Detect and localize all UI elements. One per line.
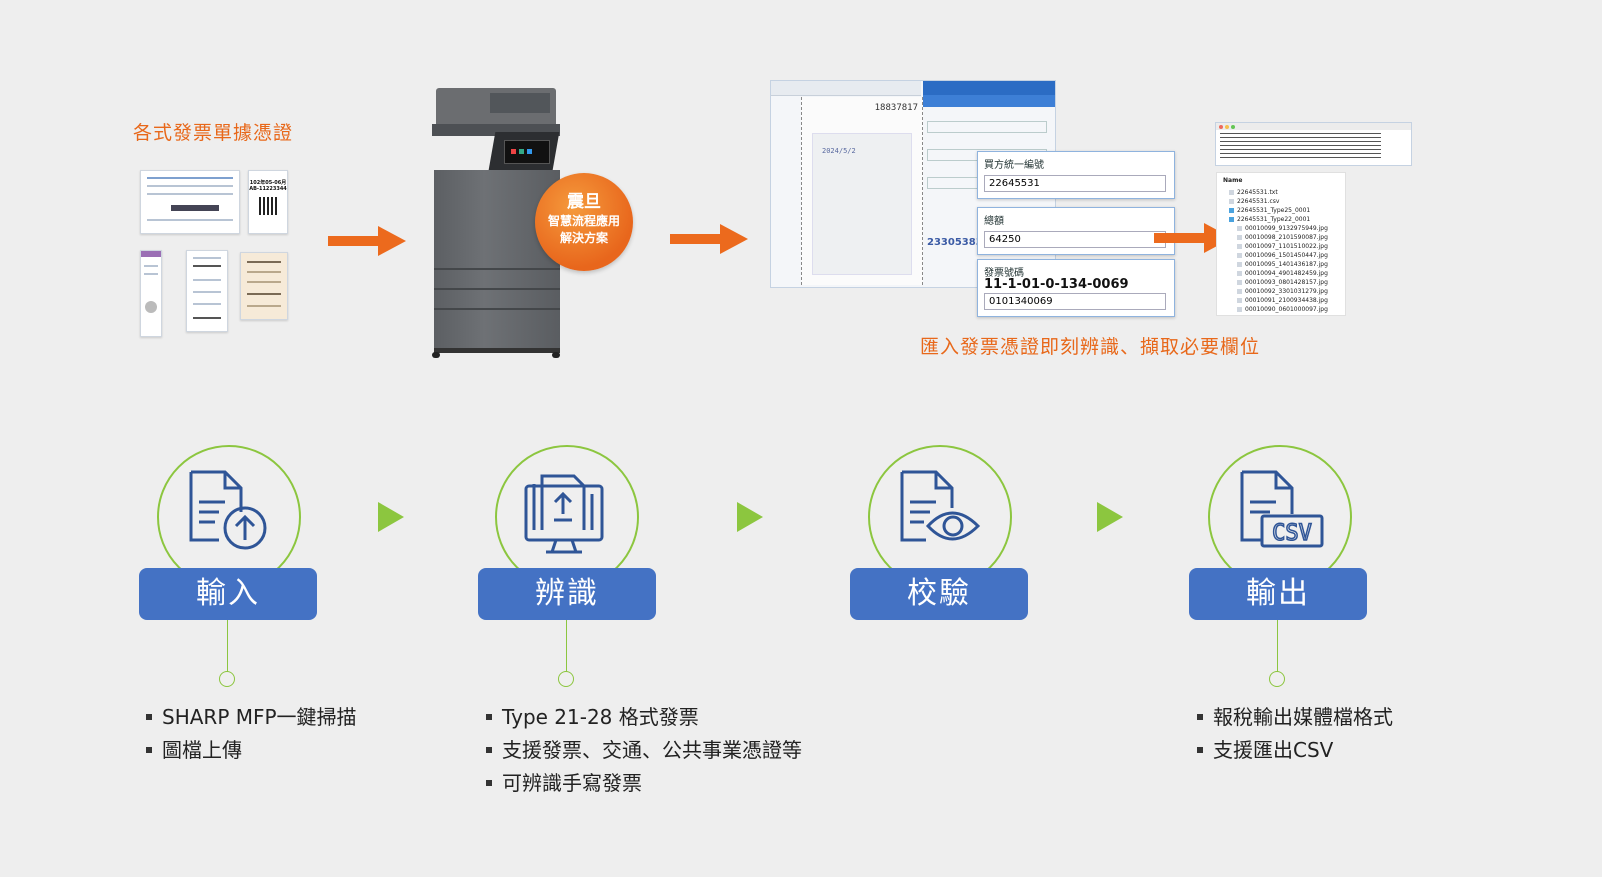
- step-arrow-icon: [378, 502, 404, 532]
- svg-text:CSV: CSV: [1272, 521, 1312, 546]
- total-label: 總額: [984, 216, 1004, 227]
- input-bullets: SHARP MFP一鍵掃描 圖檔上傳: [146, 701, 357, 767]
- connector-line: [1277, 620, 1278, 672]
- file-icon: [1237, 262, 1242, 267]
- file-icon: [1237, 253, 1242, 258]
- buyer-id-field: 買方統一編號 22645531: [977, 151, 1175, 199]
- folder-icon: [1229, 208, 1234, 213]
- file-icon: [1229, 190, 1234, 195]
- invoice-number-label: 發票號碼: [984, 268, 1024, 279]
- file-list-item[interactable]: 22645531_Type22_0001: [1227, 215, 1343, 224]
- invoice-number-image-text: 11-1-01-0-134-0069: [984, 277, 1129, 292]
- step-arrow-icon: [1097, 502, 1123, 532]
- bullet-item: 支援發票、交通、公共事業憑證等: [486, 734, 802, 767]
- connector-dot: [1269, 671, 1285, 687]
- badge-line-2: 智慧流程應用: [547, 214, 620, 228]
- file-icon: [1237, 298, 1242, 303]
- bullet-item: 報稅輸出媒體檔格式: [1197, 701, 1393, 734]
- bullet-item: 圖檔上傳: [146, 734, 357, 767]
- badge-line-3: 解決方案: [559, 231, 608, 245]
- file-icon: [1237, 280, 1242, 285]
- total-field: 總額 64250: [977, 207, 1175, 255]
- file-list-item[interactable]: 00010095_1401436187.jpg: [1227, 260, 1343, 269]
- file-icon: [1237, 271, 1242, 276]
- badge-brand: 震旦: [567, 192, 601, 212]
- solution-badge: 震旦 智慧流程應用 解決方案: [535, 173, 633, 271]
- output-bullets: 報稅輸出媒體檔格式 支援匯出CSV: [1197, 701, 1393, 767]
- step-input-label: 輸入: [139, 568, 317, 620]
- receipt-number: 18837817: [874, 103, 918, 113]
- file-icon: [1237, 307, 1242, 312]
- bullet-item: Type 21-28 格式發票: [486, 701, 802, 734]
- output-text-file-window: [1215, 122, 1412, 166]
- recognize-bullets: Type 21-28 格式發票 支援發票、交通、公共事業憑證等 可辨識手寫發票: [486, 701, 802, 800]
- step-recognize-circle: [495, 445, 639, 589]
- monitor-upload-icon: [524, 474, 604, 554]
- file-list-item[interactable]: 22645531.txt: [1227, 188, 1343, 197]
- connector-line: [227, 620, 228, 672]
- invoice-number-field: 發票號碼 11-1-01-0-134-0069 0101340069: [977, 259, 1175, 317]
- file-icon: [1229, 199, 1234, 204]
- file-list-item[interactable]: 00010090_0601000097.jpg: [1227, 305, 1343, 314]
- documents-title: 各式發票單據憑證: [133, 122, 294, 144]
- thumbnail-code: AB-11223344: [249, 186, 287, 192]
- recognition-caption: 匯入發票憑證即刻辨識、擷取必要欄位: [920, 336, 1261, 358]
- file-list-item[interactable]: 00010096_1501450447.jpg: [1227, 251, 1343, 260]
- receipt-thumbnail-3: [240, 252, 288, 320]
- document-eye-icon: [900, 470, 981, 542]
- file-icon: [1237, 235, 1242, 240]
- step-output-label: 輸出: [1189, 568, 1367, 620]
- file-list-item[interactable]: 00010094_4901482459.jpg: [1227, 269, 1343, 278]
- flow-arrow-icon: [670, 224, 748, 254]
- file-icon: [1237, 289, 1242, 294]
- file-list-item[interactable]: 00010092_3301031279.jpg: [1227, 287, 1343, 296]
- bullet-item: 支援匯出CSV: [1197, 734, 1393, 767]
- file-list-item[interactable]: 22645531_Type25_0001: [1227, 206, 1343, 215]
- file-icon: [1237, 226, 1242, 231]
- file-list-item[interactable]: 00010099_9132975949.jpg: [1227, 224, 1343, 233]
- receipt-thumbnail-1: [140, 250, 162, 337]
- buyer-id-label: 買方統一編號: [984, 160, 1044, 171]
- invoice-thumbnail-2: 102年05-06月 AB-11223344: [248, 170, 288, 234]
- connector-dot: [558, 671, 574, 687]
- thumbnail-period: 102年05-06月: [249, 180, 287, 186]
- step-recognize-label: 辨識: [478, 568, 656, 620]
- connector-line: [566, 620, 567, 672]
- total-value[interactable]: 64250: [984, 231, 1166, 248]
- file-icon: [1237, 244, 1242, 249]
- recognition-app-window: 18837817 2024/5/2 23305383: [770, 80, 1056, 288]
- invoice-number-value[interactable]: 0101340069: [984, 293, 1166, 310]
- bullet-item: SHARP MFP一鍵掃描: [146, 701, 357, 734]
- document-csv-icon: CSV: [1240, 470, 1324, 548]
- file-list-item[interactable]: 22645531.csv: [1227, 197, 1343, 206]
- receipt-thumbnail-2: [186, 250, 228, 332]
- connector-dot: [219, 671, 235, 687]
- scanned-receipt-image: 18837817 2024/5/2: [801, 97, 923, 285]
- file-list-item[interactable]: 00010097_1101510022.jpg: [1227, 242, 1343, 251]
- side-number: 23305383: [927, 237, 983, 248]
- document-upload-icon: [189, 470, 267, 550]
- file-list-item[interactable]: 00010091_2100934438.jpg: [1227, 296, 1343, 305]
- step-verify-label: 校驗: [850, 568, 1028, 620]
- file-list-header: Name: [1223, 177, 1243, 184]
- receipt-date: 2024/5/2: [822, 147, 856, 155]
- buyer-id-value[interactable]: 22645531: [984, 175, 1166, 192]
- file-list-item[interactable]: 00010098_2101590087.jpg: [1227, 233, 1343, 242]
- step-arrow-icon: [737, 502, 763, 532]
- invoice-thumbnail-1: [140, 170, 240, 234]
- bullet-item: 可辨識手寫發票: [486, 767, 802, 800]
- file-list-item[interactable]: 00010093_0801428157.jpg: [1227, 278, 1343, 287]
- folder-icon: [1229, 217, 1234, 222]
- flow-arrow-icon: [328, 226, 406, 256]
